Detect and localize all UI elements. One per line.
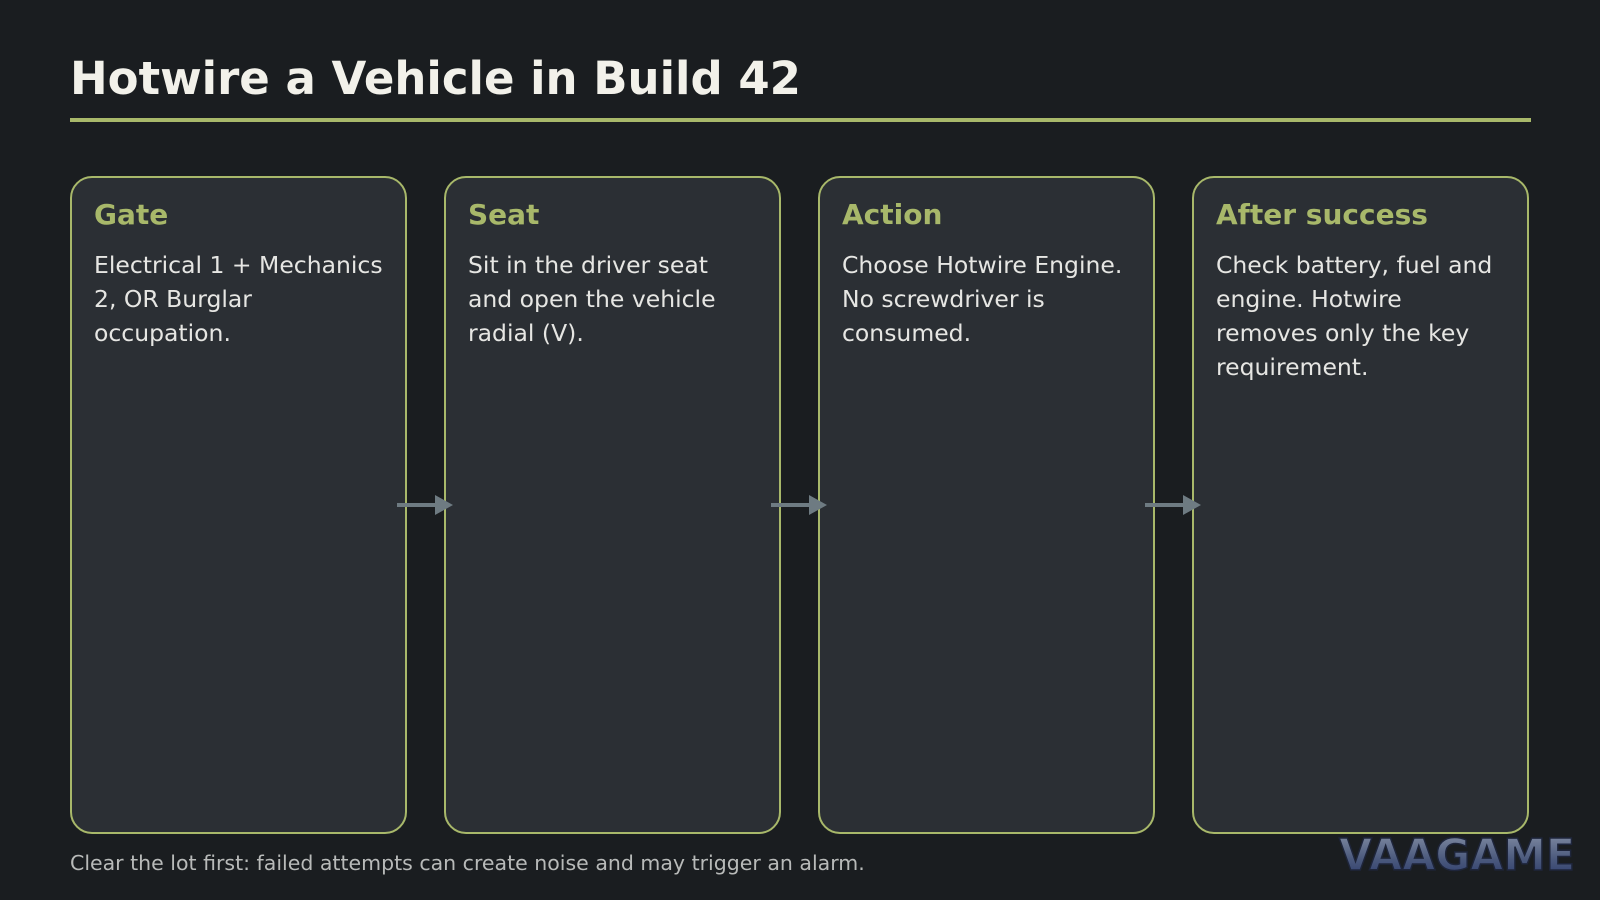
step-description: Choose Hotwire Engine. No screwdriver is…	[842, 250, 1123, 347]
arrow-right-icon	[1145, 495, 1201, 515]
step-card-seat: Seat Sit in the driver seat and open the…	[444, 176, 781, 834]
step-heading: After success	[1216, 198, 1428, 231]
step-card-action: Action Choose Hotwire Engine. No screwdr…	[818, 176, 1155, 834]
step-description: Sit in the driver seat and open the vehi…	[468, 250, 716, 347]
arrow-right-icon	[397, 495, 453, 515]
step-description: Check battery, fuel and engine. Hotwire …	[1216, 250, 1493, 381]
step-card-after-success: After success Check battery, fuel and en…	[1192, 176, 1529, 834]
arrow-right-icon	[771, 495, 827, 515]
step-description: Electrical 1 + Mechanics 2, OR Burglar o…	[94, 250, 383, 347]
footer-note: Clear the lot first: failed attempts can…	[70, 851, 865, 875]
step-heading: Seat	[468, 198, 540, 231]
svg-text:VAAGAME: VAAGAME	[1339, 830, 1575, 878]
vaagame-logo: VAAGAME	[1338, 829, 1576, 878]
step-card-gate: Gate Electrical 1 + Mechanics 2, OR Burg…	[70, 176, 407, 834]
page-title: Hotwire a Vehicle in Build 42	[70, 52, 801, 105]
step-heading: Gate	[94, 198, 169, 231]
title-underline	[70, 118, 1531, 122]
step-heading: Action	[842, 198, 943, 231]
